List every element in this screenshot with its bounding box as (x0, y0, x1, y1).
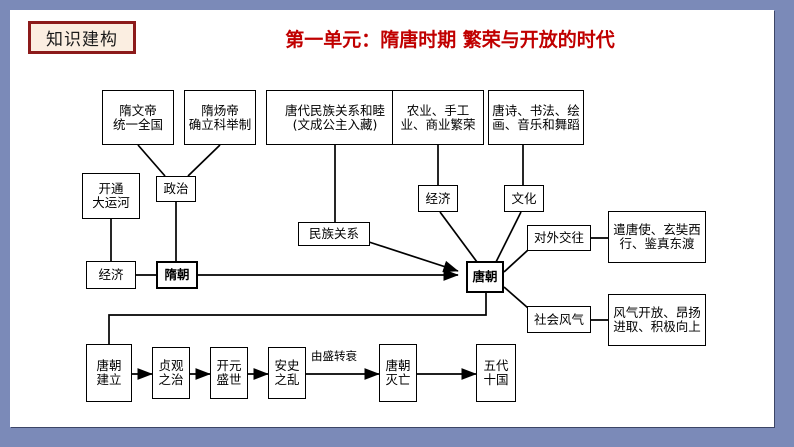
node-social-climate-detail: 风气开放、昂扬进取、积极向上 (608, 294, 706, 346)
node-tang-fall: 唐朝灭亡 (379, 344, 417, 402)
node-sui-wendi: 隋文帝统一全国 (102, 90, 174, 145)
node-economy-detail: 农业、手工业、商业繁荣 (392, 90, 484, 145)
node-economy-tang: 经济 (418, 185, 458, 212)
slide-canvas: 知识建构 第一单元：隋唐时期 繁荣与开放的时代 (10, 10, 774, 427)
node-politics: 政治 (156, 176, 196, 202)
node-tang-founded: 唐朝建立 (86, 344, 132, 402)
node-zhenguan-rule: 贞观之治 (152, 347, 190, 399)
knowledge-structure-badge: 知识建构 (28, 21, 136, 54)
page-title: 第一单元：隋唐时期 繁荣与开放的时代 (220, 22, 680, 54)
node-sui-yangdi: 隋炀帝确立科举制 (184, 90, 256, 145)
node-grand-canal: 开通大运河 (82, 173, 140, 219)
edge-label-decline: 由盛转衰 (310, 348, 358, 364)
node-anshi-rebellion: 安史之乱 (268, 347, 306, 399)
node-economy-sui: 经济 (86, 261, 136, 289)
node-social-climate: 社会风气 (527, 306, 591, 333)
node-kaiyuan-prosperity: 开元盛世 (210, 347, 248, 399)
node-five-dynasties: 五代十国 (476, 344, 516, 402)
badge-label: 知识建构 (46, 30, 118, 50)
node-sui-dynasty: 隋朝 (156, 261, 198, 289)
knowledge-diagram: 隋文帝统一全国 隋炀帝确立科举制 唐代民族关系和睦(文成公主入藏) 农业、手工业… (10, 10, 774, 427)
page-title-text: 第一单元：隋唐时期 繁荣与开放的时代 (285, 28, 615, 51)
node-tang-dynasty: 唐朝 (466, 261, 504, 293)
node-foreign-relations-detail: 遣唐使、玄奘西行、鉴真东渡 (608, 211, 706, 263)
node-ethnic-relations: 民族关系 (298, 222, 370, 246)
connector-lines (108, 144, 608, 380)
node-tang-ethnic-harmony: 唐代民族关系和睦(文成公主入藏) (266, 90, 404, 145)
node-culture-tang: 文化 (504, 185, 544, 212)
node-foreign-relations: 对外交往 (527, 225, 591, 251)
node-culture-detail: 唐诗、书法、绘画、音乐和舞蹈 (488, 90, 584, 145)
